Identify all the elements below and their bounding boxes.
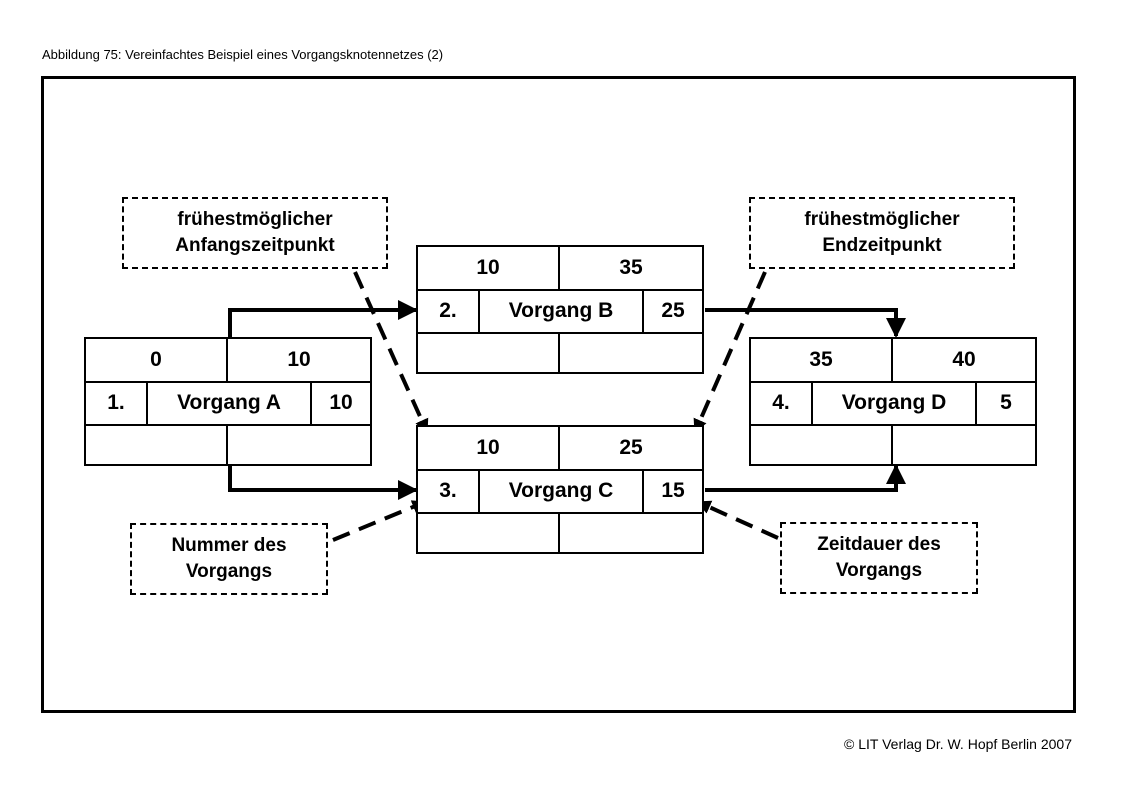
node-name: Vorgang A (148, 381, 312, 424)
pointer-earliest-end (693, 271, 767, 434)
diagram-frame (41, 76, 1076, 713)
label-number: Nummer des Vorgangs (130, 523, 328, 595)
arrow-b-to-d (705, 308, 906, 338)
arrow-a-to-c (228, 465, 418, 500)
label-line: Zeitdauer des (817, 534, 941, 555)
latest-end-cell (560, 332, 702, 372)
copyright-notice: © LIT Verlag Dr. W. Hopf Berlin 2007 (844, 736, 1072, 752)
earliest-end-value: 25 (619, 436, 643, 459)
earliest-start-value: 10 (418, 427, 560, 469)
label-line: Endzeitpunkt (822, 235, 942, 256)
latest-end-cell (560, 512, 702, 552)
earliest-end-value: 40 (952, 348, 976, 371)
arrow-a-to-b (228, 300, 418, 337)
label-line: frühestmöglicher (177, 209, 333, 230)
node-duration: 15 (661, 478, 685, 502)
node-number: 4. (751, 381, 813, 424)
earliest-start-value: 0 (86, 339, 228, 381)
pointer-number (332, 500, 427, 542)
node-vorgang-c: 10 25 3. Vorgang C 15 (416, 425, 704, 554)
node-name: Vorgang B (480, 289, 644, 332)
node-duration: 5 (1000, 390, 1012, 414)
latest-start-cell (418, 512, 560, 552)
node-name: Vorgang C (480, 469, 644, 512)
earliest-end-value: 35 (619, 256, 643, 279)
label-line: Vorgangs (185, 561, 273, 582)
node-number: 1. (86, 381, 148, 424)
node-vorgang-a: 0 10 1. Vorgang A 10 (84, 337, 372, 466)
node-name: Vorgang D (813, 381, 977, 424)
node-vorgang-b: 10 35 2. Vorgang B 25 (416, 245, 704, 374)
pointer-duration (696, 500, 779, 540)
figure-caption: Abbildung 75: Vereinfachtes Beispiel ein… (42, 47, 444, 62)
latest-start-cell (86, 424, 228, 464)
node-vorgang-d: 35 40 4. Vorgang D 5 (749, 337, 1037, 466)
latest-end-cell (228, 424, 370, 464)
latest-start-cell (751, 424, 893, 464)
label-line: frühestmöglicher (804, 209, 960, 230)
node-duration: 25 (661, 298, 685, 322)
earliest-end-value: 10 (287, 348, 311, 371)
label-earliest-start: frühestmöglicher Anfangszeitpunkt (122, 197, 388, 269)
label-earliest-end: frühestmöglicher Endzeitpunkt (749, 197, 1015, 269)
label-duration: Zeitdauer des Vorgangs (780, 522, 978, 594)
earliest-start-value: 35 (751, 339, 893, 381)
earliest-start-value: 10 (418, 247, 560, 289)
label-line: Vorgangs (835, 560, 923, 581)
node-duration: 10 (329, 390, 353, 414)
node-number: 3. (418, 469, 480, 512)
node-number: 2. (418, 289, 480, 332)
arrow-c-to-d (705, 464, 906, 492)
pointer-earliest-start (353, 271, 429, 434)
latest-start-cell (418, 332, 560, 372)
label-line: Anfangszeitpunkt (175, 235, 335, 256)
label-line: Nummer des (171, 535, 287, 556)
latest-end-cell (893, 424, 1035, 464)
